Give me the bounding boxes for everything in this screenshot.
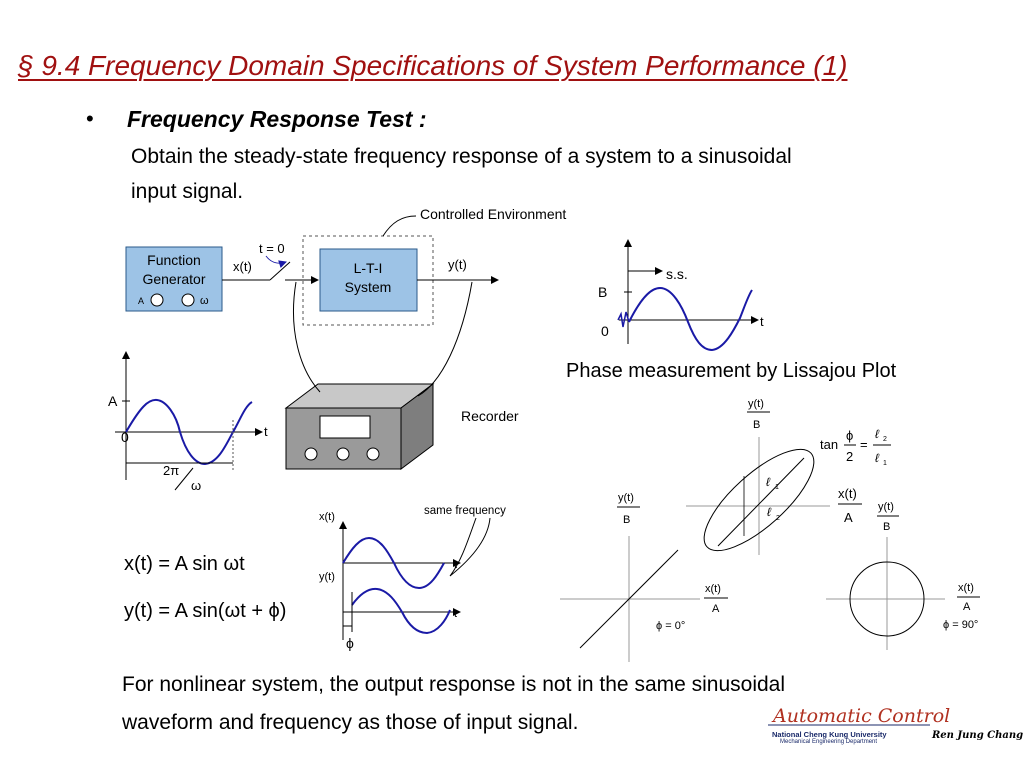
input-equation: x(t) = A sin ωt [124,553,245,575]
frequency-knob-label: ω [200,295,209,307]
same-frequency-callout [449,517,491,577]
tangent-formula: tan ϕ 2 = ℓ 2 ℓ 1 [820,427,891,467]
compare-y-label: y(t) [319,571,335,583]
output-equation: y(t) = A sin(ωt + ϕ) [124,600,286,622]
period-denominator: ω [191,478,201,493]
intro-line-2: input signal. [131,180,244,203]
tan-label: tan [820,437,838,452]
steady-state-curve [628,286,753,352]
time-axis-label: t [264,424,268,439]
tan-l1: ℓ [875,451,880,465]
output-signal-label: y(t) [448,257,467,272]
tan-phi: ϕ [846,428,853,443]
env-leader-line [382,215,417,237]
recorder-label: Recorder [461,408,519,424]
amplitude-knob [150,293,164,307]
ninety-x-label: x(t) [958,582,974,594]
slide-title: § 9.4 Frequency Domain Specifications of… [18,50,848,81]
ninety-phase-label: ϕ = 90° [943,619,978,631]
lissajou-zero-phase-plot: y(t) B x(t) A ϕ = 0° [560,492,728,662]
controlled-environment-label: Controlled Environment [420,206,566,222]
intro-line-1: Obtain the steady-state frequency respon… [131,145,792,168]
amplitude-knob-label: A [138,296,144,306]
period-numerator: 2π [163,463,179,478]
ninety-y-label: y(t) [878,501,894,513]
author-signature: Ren Jung Chang [932,730,1024,741]
input-wave-curve [342,536,445,590]
response-plot: s.s. B 0 t [598,239,764,352]
func-gen-label-1: Function [147,252,201,268]
phase-shift-label: ϕ [346,635,354,651]
lti-system-block: L-T-I System [319,248,418,312]
bullet-marker: • [86,106,94,131]
conclusion-line-2: waveform and frequency as those of input… [122,711,579,734]
zero-y-label: y(t) [618,492,634,504]
compare-t2-label: t [454,608,457,620]
func-gen-label-2: Generator [142,271,205,287]
recorder-wire-input [293,281,321,393]
output-wave-curve [351,587,451,635]
zero-phase-label: ϕ = 0° [656,620,685,632]
amplitude-label: A [108,393,118,409]
ninety-b-label: B [883,521,890,533]
ellipse-l1: ℓ [766,475,771,489]
conclusion-line-1: For nonlinear system, the output respons… [122,673,786,696]
ninety-a-label: A [963,601,971,613]
frequency-knob [181,293,195,307]
ellipse-l2-sub: 2 [776,515,780,522]
system-label-1: L-T-I [354,260,383,276]
zero-x-label: x(t) [705,583,721,595]
switch-arrow [265,255,287,269]
origin-label: 0 [121,429,129,445]
department-name: Mechanical Engineering Department [780,739,878,745]
recorder-display [319,415,371,439]
ellipse-y-label: y(t) [748,398,764,410]
recorder-knob-1 [304,447,318,461]
bullet-heading: Frequency Response Test : [127,106,427,132]
zero-phase-line [579,549,679,649]
transient-response [617,311,630,328]
input-waveform-plot: A 0 t 2π ω [108,351,268,493]
steady-state-label: s.s. [666,266,688,282]
lissajou-ellipse-plot: y(t) B x(t) A ℓ 1 ℓ 2 [686,398,862,555]
tan-equals: = [860,437,868,452]
switch-label: t = 0 [259,241,285,256]
recorder-knob-3 [366,447,380,461]
input-signal-label: x(t) [233,259,252,274]
ellipse-l2: ℓ [767,505,772,519]
tan-two: 2 [846,449,853,464]
lissajou-ninety-phase-plot: y(t) B x(t) A ϕ = 90° [826,501,980,650]
input-sine-curve [125,398,253,466]
recorder-knob-2 [336,447,350,461]
compare-t1-label: t [454,559,457,571]
phase-comparison-plot: x(t) y(t) t t ϕ same frequency [319,505,506,651]
automatic-control-logo: Automatic Control [773,705,951,727]
ninety-phase-circle [849,561,925,637]
tan-l2: ℓ [875,427,880,441]
university-name: National Cheng Kung University [772,730,887,739]
switch-blade [269,261,291,281]
system-label-2: System [345,279,392,295]
response-time-label: t [760,314,764,329]
phase-caption: Phase measurement by Lissajou Plot [566,360,897,382]
zero-a-label: A [712,603,720,615]
recorder-wire-output [417,281,473,397]
same-frequency-label: same frequency [424,505,506,517]
ellipse-l1-sub: 1 [775,484,779,491]
compare-x-label: x(t) [319,511,335,523]
ellipse-a-label: A [844,510,853,525]
ellipse-b-label: B [753,419,760,431]
recorder [284,383,435,470]
tan-l2-sub: 2 [883,436,887,443]
ellipse-x-label: x(t) [838,486,857,501]
response-origin-label: 0 [601,323,609,339]
response-amplitude-label: B [598,284,607,300]
lissajou-ellipse [703,448,815,552]
tan-l1-sub: 1 [883,460,887,467]
zero-b-label: B [623,514,630,526]
function-generator: Function Generator A ω [125,246,223,312]
